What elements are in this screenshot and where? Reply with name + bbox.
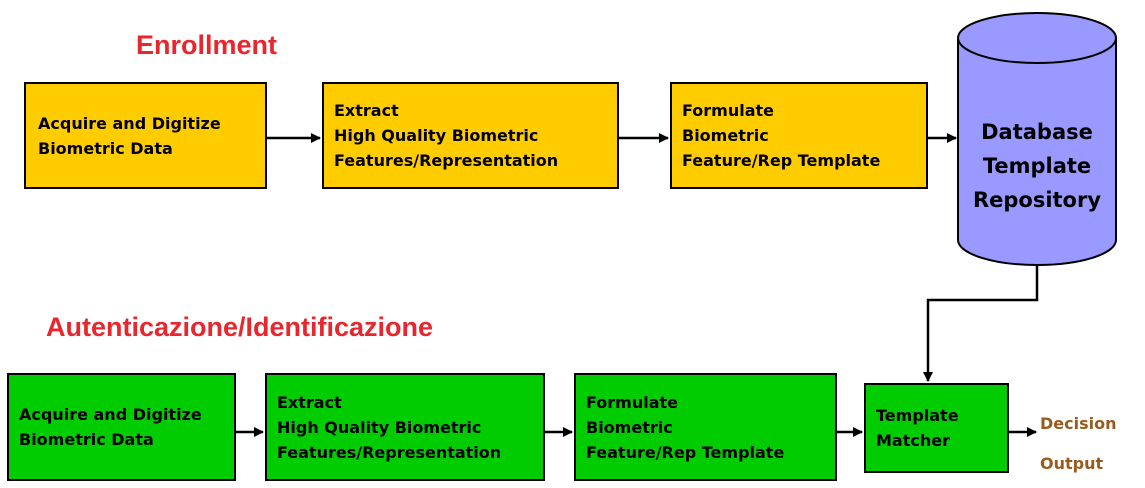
matcher-line-1: Template (876, 406, 959, 425)
auth-formulate-line-2: Biometric (586, 417, 673, 437)
decision-output-label: Decision Output (1040, 404, 1117, 484)
auth-formulate-line-3: Feature/Rep Template (586, 442, 785, 462)
enroll-extract-line-2: High Quality Biometric (334, 126, 539, 145)
enroll-extract-line-3: Features/Representation (334, 151, 559, 170)
enroll-formulate-line-3: Feature/Rep Template (682, 151, 881, 170)
output-line-1: Decision (1040, 414, 1117, 433)
database-label: Database Template Repository (958, 115, 1116, 217)
auth-formulate-line-1: Formulate (586, 392, 679, 412)
auth-acquire-line-1: Acquire and Digitize (19, 405, 202, 424)
enroll-extract-line-1: Extract (334, 101, 399, 120)
template-matcher-box: Template Matcher (864, 383, 1009, 473)
auth-extract-line-3: Features/Representation (277, 442, 502, 462)
auth-extract-line-1: Extract (277, 392, 342, 412)
auth-acquire-line-2: Biometric Data (19, 430, 154, 449)
database-line-2: Template (982, 154, 1092, 178)
enroll-acquire-box: Acquire and Digitize Biometric Data (24, 82, 267, 189)
auth-extract-line-2: High Quality Biometric (277, 417, 482, 437)
database-line-3: Repository (972, 188, 1102, 212)
auth-acquire-box: Acquire and Digitize Biometric Data (7, 373, 236, 481)
database-line-1: Database (981, 120, 1093, 144)
enroll-formulate-line-1: Formulate (682, 101, 775, 120)
output-line-2: Output (1040, 454, 1104, 473)
auth-formulate-box: Formulate Biometric Feature/Rep Template (574, 373, 837, 481)
enroll-acquire-line-2: Biometric Data (38, 138, 173, 158)
auth-extract-box: Extract High Quality Biometric Features/… (265, 373, 545, 481)
matcher-line-2: Matcher (876, 431, 950, 450)
enroll-formulate-box: Formulate Biometric Feature/Rep Template (670, 82, 928, 189)
enrollment-title: Enrollment (136, 30, 278, 60)
authentication-title: Autenticazione/Identificazione (46, 312, 434, 342)
database-cylinder-icon (957, 12, 1117, 266)
enroll-acquire-line-1: Acquire and Digitize (38, 113, 221, 133)
enroll-formulate-line-2: Biometric (682, 126, 769, 145)
arrow-database-to-matcher (923, 265, 1039, 382)
enroll-extract-box: Extract High Quality Biometric Features/… (322, 82, 619, 189)
